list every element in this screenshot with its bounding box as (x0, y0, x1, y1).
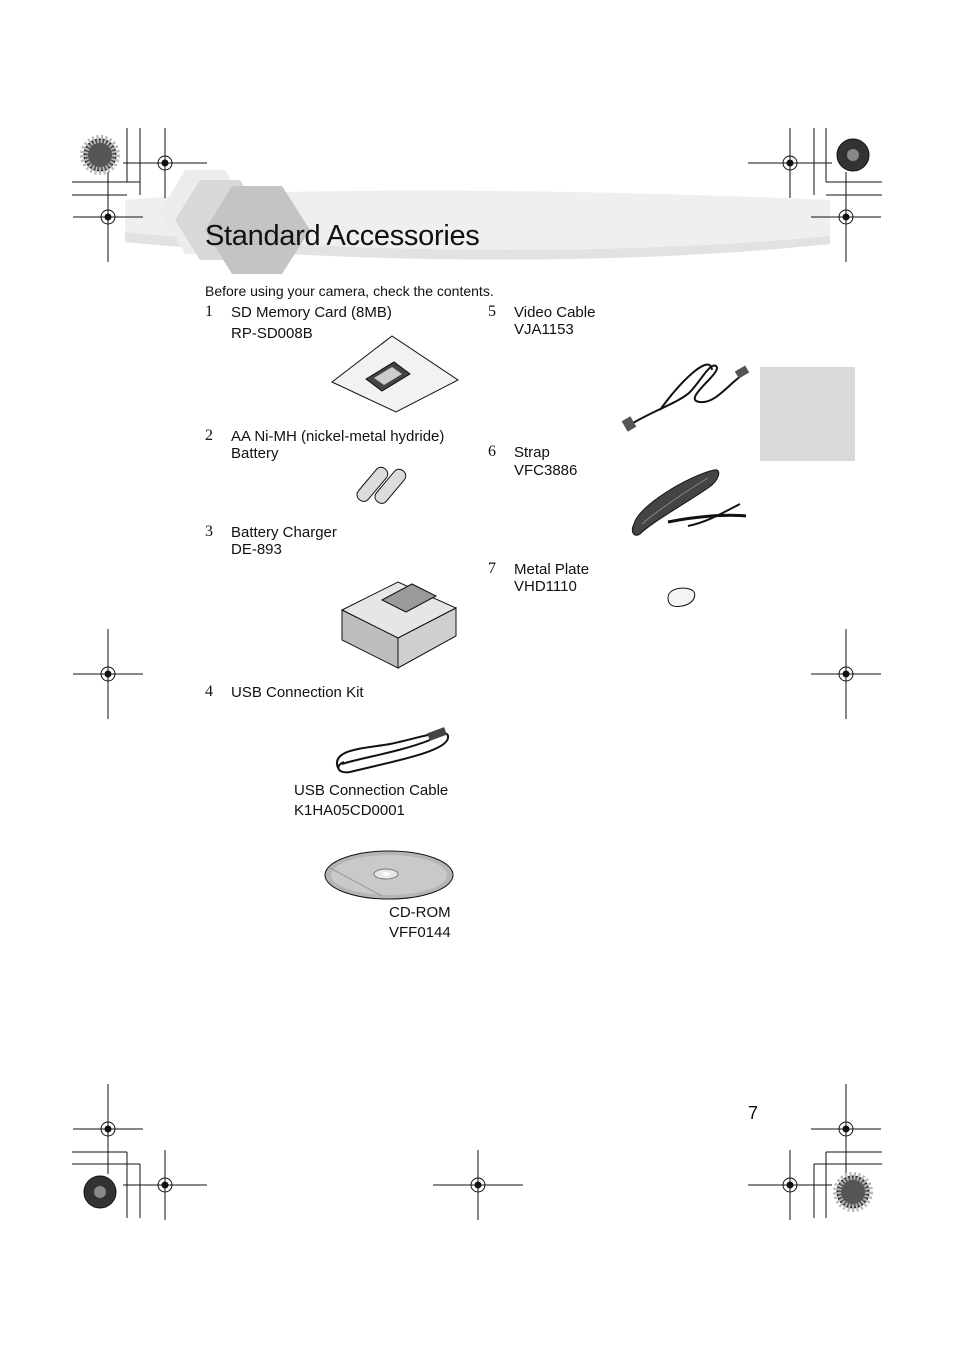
item-name: Video Cable (514, 304, 596, 321)
header-banner-shadow (125, 232, 830, 260)
item-part-number: VFC3886 (514, 462, 578, 479)
item-part-number: DE-893 (231, 541, 282, 558)
item-part-number: VHD1110 (514, 578, 577, 595)
strap-illustration (631, 469, 747, 536)
item-number: 3 (205, 523, 213, 540)
usb-cable-illustration (335, 727, 449, 774)
crop-marks (72, 128, 882, 1218)
item-name: USB Connection Kit (231, 684, 364, 701)
sd-card-illustration (331, 335, 459, 413)
item-number: 6 (488, 443, 496, 460)
starburst-targets (80, 135, 873, 1212)
item-name: SD Memory Card (8MB) (231, 304, 392, 321)
item-name: Strap (514, 444, 550, 461)
item-part-number: VJA1153 (514, 321, 574, 338)
battery-charger-illustration (340, 581, 458, 669)
intro-text: Before using your camera, check the cont… (205, 283, 494, 299)
registration-marks (73, 128, 881, 1220)
battery-illustration (356, 466, 407, 504)
sub-item-name: USB Connection Cable (294, 782, 449, 799)
item-part-number: RP-SD008B (231, 325, 313, 342)
hexagon-dark (205, 186, 310, 274)
section-tab (760, 367, 855, 461)
item-number: 4 (205, 683, 213, 700)
item-name: Battery Charger (231, 524, 337, 541)
sub-item-part-number: K1HA05CD0001 (294, 802, 405, 819)
item-number: 1 (205, 303, 213, 320)
sub-item-part-number: VFF0144 (389, 924, 451, 941)
cd-rom-illustration (324, 850, 454, 900)
item-name-line2: Battery (231, 445, 279, 462)
page-title: Standard Accessories (205, 220, 480, 252)
item-number: 2 (205, 427, 213, 444)
sub-item-name: CD-ROM (389, 904, 451, 921)
item-number: 5 (488, 303, 496, 320)
item-name: Metal Plate (514, 561, 590, 578)
page-number: 7 (748, 1103, 759, 1123)
metal-plate-illustration (667, 587, 696, 607)
item-number: 7 (488, 560, 496, 577)
video-cable-illustration (621, 363, 750, 432)
item-name: AA Ni-MH (nickel-metal hydride) (231, 428, 445, 445)
